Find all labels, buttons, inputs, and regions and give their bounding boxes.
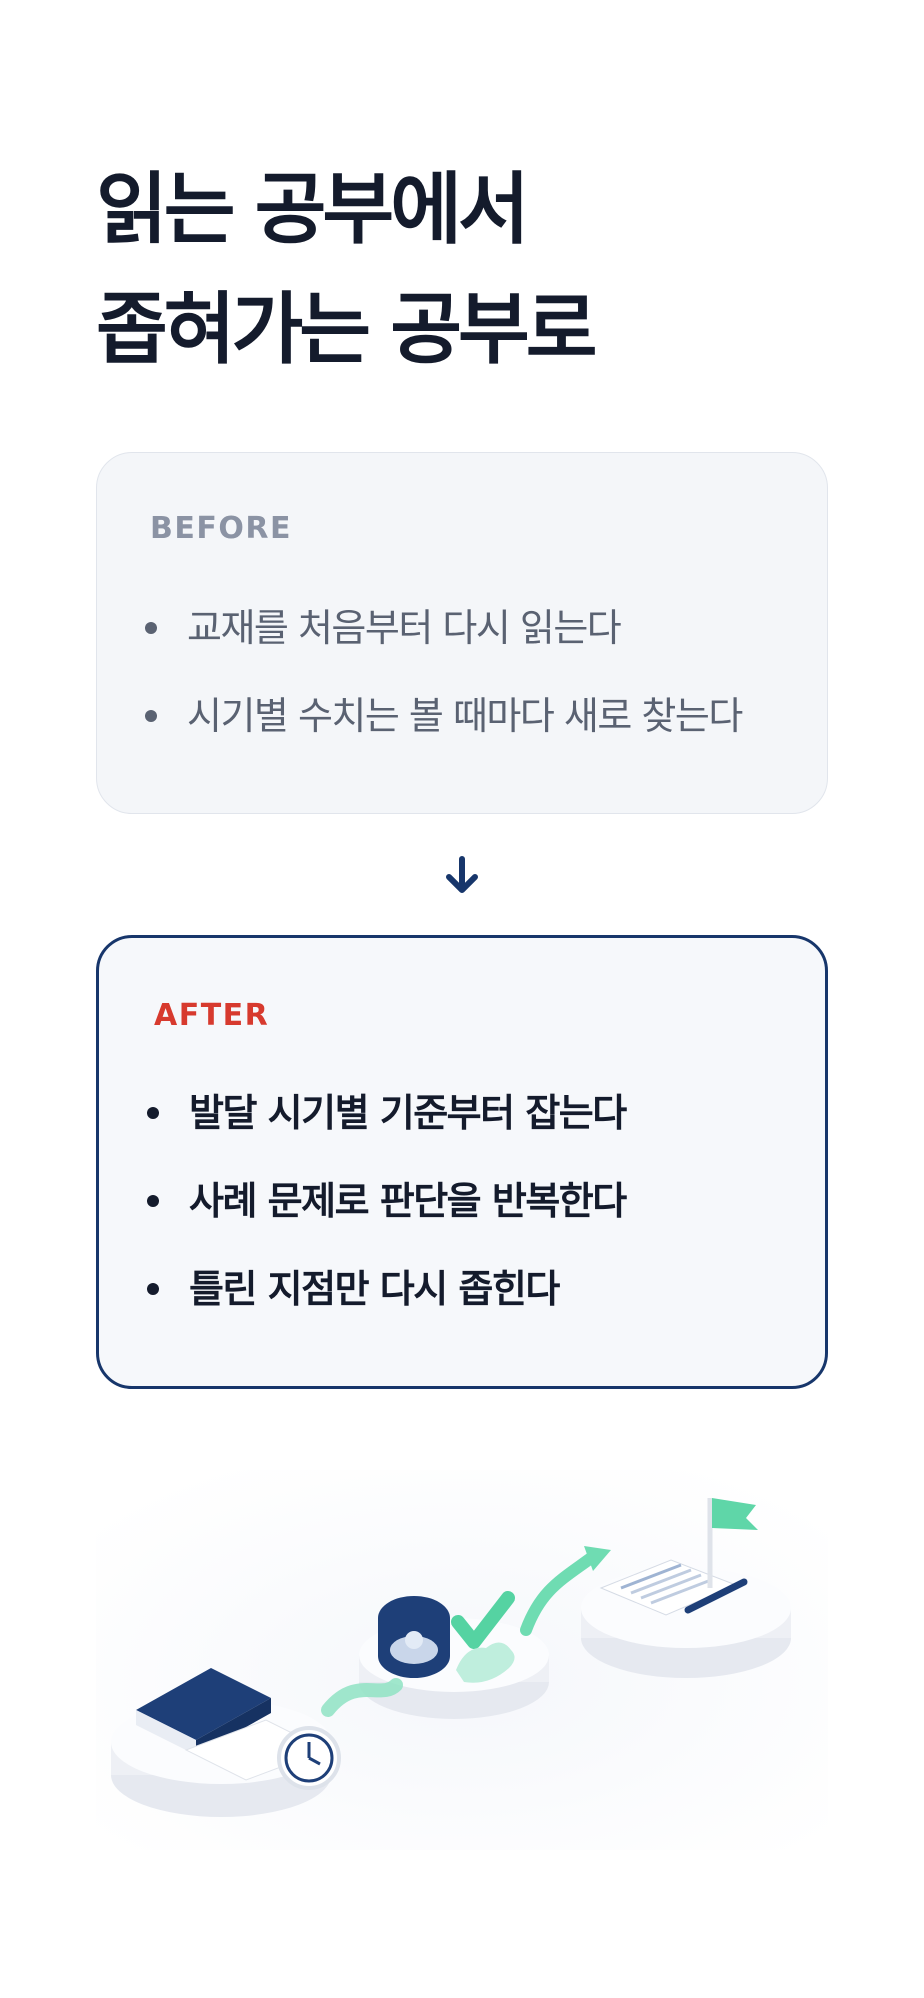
before-label: BEFORE	[150, 511, 292, 546]
arrow-down-icon	[446, 856, 478, 893]
title-line-1: 읽는 공부에서	[96, 165, 530, 255]
glove-icon	[456, 1642, 515, 1683]
before-item: 시기별 수치는 볼 때마다 새로 찾는다	[145, 681, 743, 769]
after-label: AFTER	[154, 998, 270, 1033]
goal-flag-icon	[707, 1498, 758, 1588]
study-path-illustration	[96, 1470, 828, 1850]
pacifier-case-icon	[378, 1596, 450, 1678]
after-item: 발달 시기별 기준부터 잡는다	[147, 1078, 627, 1166]
pen-icon	[684, 1578, 748, 1614]
page-title: 읽는 공부에서 좁혀가는 공부로	[96, 150, 597, 390]
after-item: 틀린 지점만 다시 좁힌다	[147, 1254, 626, 1342]
after-card: AFTER 발달 시기별 기준부터 잡는다 사례 문제로 판단을 반복한다 틀린…	[96, 935, 828, 1389]
title-line-2: 좁혀가는 공부로	[96, 285, 597, 375]
after-item: 사례 문제로 판단을 반복한다	[147, 1166, 627, 1254]
clock-icon	[277, 1726, 341, 1790]
before-list: 교재를 처음부터 다시 읽는다 시기별 수치는 볼 때마다 새로 찾는다	[145, 593, 743, 769]
progress-arrow-icon	[520, 1552, 597, 1636]
checklist-clipboard-icon	[599, 1559, 738, 1616]
before-card: BEFORE 교재를 처음부터 다시 읽는다 시기별 수치는 볼 때마다 새로 …	[96, 452, 828, 814]
after-list: 발달 시기별 기준부터 잡는다 사례 문제로 판단을 반복한다 틀린 지점만 다…	[147, 1078, 627, 1342]
before-item: 교재를 처음부터 다시 읽는다	[145, 593, 742, 681]
progress-path	[321, 1678, 403, 1717]
check-mark-icon	[451, 1591, 515, 1649]
